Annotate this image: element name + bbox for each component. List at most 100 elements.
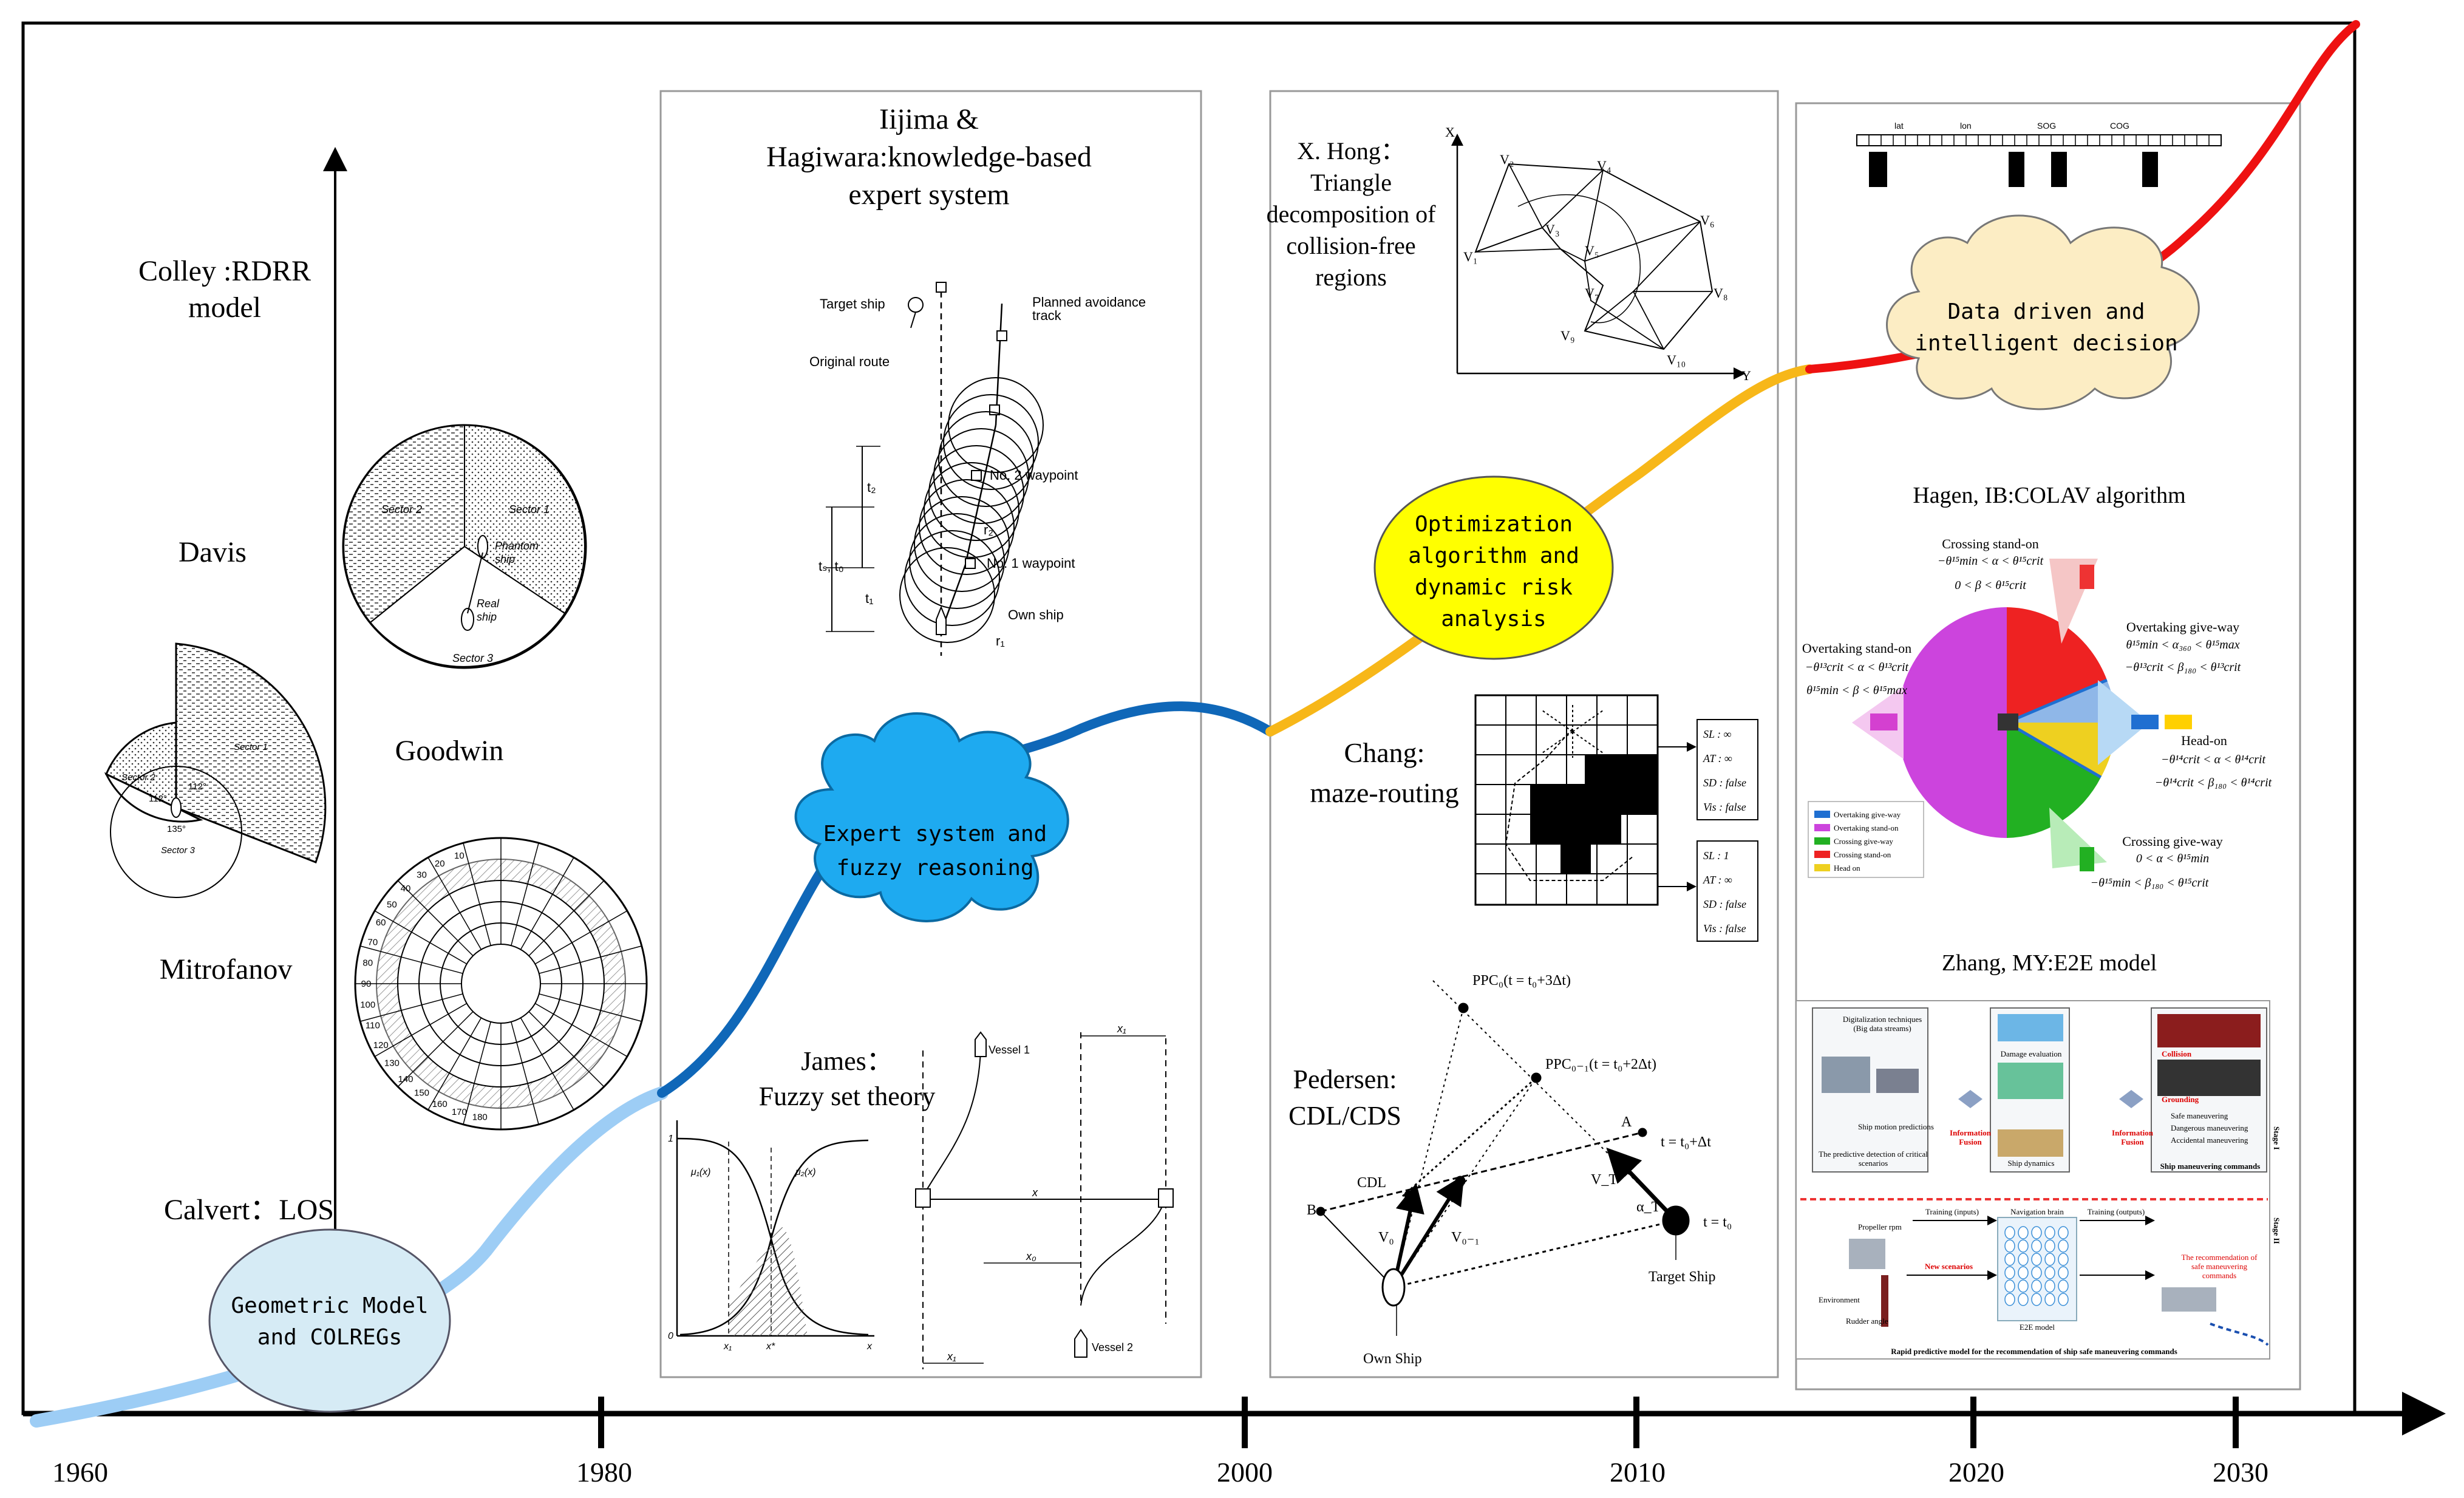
zhang-dangerous: Dangerous maneuvering [2171, 1123, 2248, 1132]
panel-1980s [659, 90, 1202, 1378]
james-x1: x₁ [723, 1341, 732, 1352]
davis-angle2: 112° [149, 794, 167, 804]
zhang-environment: Environment [1819, 1295, 1860, 1304]
mitrofanov-ring-label: 170 [452, 1107, 467, 1117]
zhang-e2e-diagram [1795, 1000, 2270, 1360]
hong-axis-y: Y [1741, 368, 1751, 383]
zhang-digital: Digitalization techniques(Big data strea… [1843, 1015, 1922, 1033]
hong-v2: V₂ [1500, 152, 1514, 167]
author-hagen: Hagen, IB:COLAV algorithm [1913, 483, 2185, 508]
goodwin-sector3: Sector 3 [452, 652, 493, 664]
mitrofanov-ring-label: 100 [360, 1000, 375, 1010]
year-label-2000: 2000 [1217, 1457, 1273, 1488]
pedersen-diagram [1316, 980, 1690, 1336]
mitrofanov-ring-label: 30 [417, 870, 427, 880]
iijima-diagram [826, 282, 1044, 656]
hagen-legend-label: Overtaking give-way [1834, 810, 1901, 819]
mitrofanov-ring-label: 110 [366, 1021, 380, 1031]
hong-v6: V₆ [1700, 213, 1715, 228]
mitrofanov-ring-label: 180 [472, 1112, 488, 1122]
zhang-rudder: Rudder angle [1846, 1316, 1888, 1326]
hagen-legend-swatch [1814, 851, 1830, 858]
mitrofanov-ring-label: 10 [454, 851, 465, 861]
hong-v8: V₈ [1714, 285, 1728, 301]
curve-segment-optimization [1265, 364, 1814, 737]
chang-box2-sd: SD : false [1703, 898, 1746, 910]
zhang-new-scen: New scenarios [1925, 1262, 1973, 1271]
iijima-t1: t₁ [865, 591, 874, 606]
author-pedersen: Pedersen:CDL/CDS [1288, 1064, 1401, 1131]
stage-geometric-ellipse [208, 1228, 451, 1413]
goodwin-sector1: Sector 1 [509, 503, 550, 516]
hagen-crossing-giveway: Crossing give-way [2122, 834, 2223, 849]
year-label-2030: 2030 [2213, 1457, 2268, 1488]
hong-v3: V₃ [1545, 222, 1560, 237]
iijima-original: Original route [809, 354, 890, 369]
zhang-stage1: Stage I [2272, 1126, 2281, 1150]
hagen-legend-swatch [1814, 824, 1830, 831]
author-calvert: Calvert：LOS [164, 1194, 334, 1226]
davis-sector1: Sector 1 [234, 742, 268, 752]
timeline-ticks [598, 1397, 2239, 1448]
hagen-og-eq2: −θ¹³crit < β₁₈₀ < θ¹³crit [2125, 661, 2241, 674]
hagen-cg-eq1: 0 < α < θ¹⁵min [2136, 852, 2209, 865]
ais-col-lon: lon [1960, 121, 1972, 131]
hagen-overtaking-giveway: Overtaking give-way [2126, 619, 2239, 635]
mitrofanov-ring-label: 130 [384, 1058, 400, 1068]
year-label-1960: 1960 [52, 1457, 108, 1488]
mitrofanov-ring-label: 150 [414, 1088, 429, 1098]
zhang-e2e: E2E model [2020, 1323, 2055, 1332]
iijima-wp1: No. 1 waypoint [987, 556, 1075, 571]
davis-sector3: Sector 3 [161, 845, 196, 856]
hagen-og-eq1: θ¹⁵min < α₃₆₀ < θ¹⁵max [2126, 638, 2239, 652]
pedersen-vt: V_T [1591, 1172, 1618, 1188]
ais-col-sog: SOG [2037, 121, 2056, 131]
chang-box1-at: AT : ∞ [1703, 752, 1732, 764]
chang-box2-vis: Vis : false [1703, 922, 1746, 935]
chang-box2-sl: SL : 1 [1703, 849, 1729, 862]
hagen-legend-label: Crossing stand-on [1834, 850, 1891, 859]
iijima-r1: r₁ [996, 633, 1005, 649]
james-xd: x [1032, 1186, 1038, 1199]
zhang-collision: Collision [2162, 1049, 2192, 1058]
chang-box1-vis: Vis : false [1703, 801, 1746, 813]
chang-maze-grid [1474, 694, 1758, 942]
year-label-2010: 2010 [1610, 1457, 1666, 1488]
mitrofanov-ring-label: 160 [432, 1099, 448, 1109]
james-xa: x₁ [1117, 1023, 1126, 1035]
zhang-training-out: Training (outputs) [2088, 1207, 2145, 1216]
mitrofanov-ring-label: 70 [368, 937, 378, 947]
chang-box1-sd: SD : false [1703, 777, 1746, 789]
james-xb: x₀ [1026, 1250, 1036, 1262]
hagen-legend-swatch [1814, 837, 1830, 845]
pedersen-v0: V₀ [1378, 1230, 1394, 1245]
zhang-motion: Ship motion predictions [1858, 1122, 1934, 1131]
hong-diagram [1451, 134, 1746, 380]
iijima-own: Own ship [1008, 607, 1064, 622]
hagen-os-eq2: θ¹⁵min < β < θ¹⁵max [1806, 684, 1907, 697]
stage-expert-cloud [794, 712, 1069, 922]
hagen-legend-swatch [1814, 811, 1830, 818]
mitrofanov-ring-labels: 1801701601501401301201101009080706050403… [360, 851, 488, 1122]
author-mitrofanov: Mitrofanov [160, 953, 293, 986]
james-membership-plot [676, 1120, 874, 1337]
hong-v7: V₇ [1585, 285, 1599, 301]
mitrofanov-ring-label: 40 [401, 883, 411, 894]
hong-v10: V₁₀ [1667, 352, 1686, 367]
zhang-commands: Ship maneuvering commands [2160, 1162, 2261, 1171]
year-label-2020: 2020 [1948, 1457, 2004, 1488]
hagen-legend-label: Head on [1834, 863, 1860, 873]
mitrofanov-ring-label: 20 [435, 859, 445, 869]
james-xstar: x* [766, 1341, 775, 1352]
james-one: 1 [668, 1134, 673, 1144]
mitrofanov-ring-label: 140 [398, 1074, 414, 1084]
author-davis: Davis [179, 536, 247, 568]
